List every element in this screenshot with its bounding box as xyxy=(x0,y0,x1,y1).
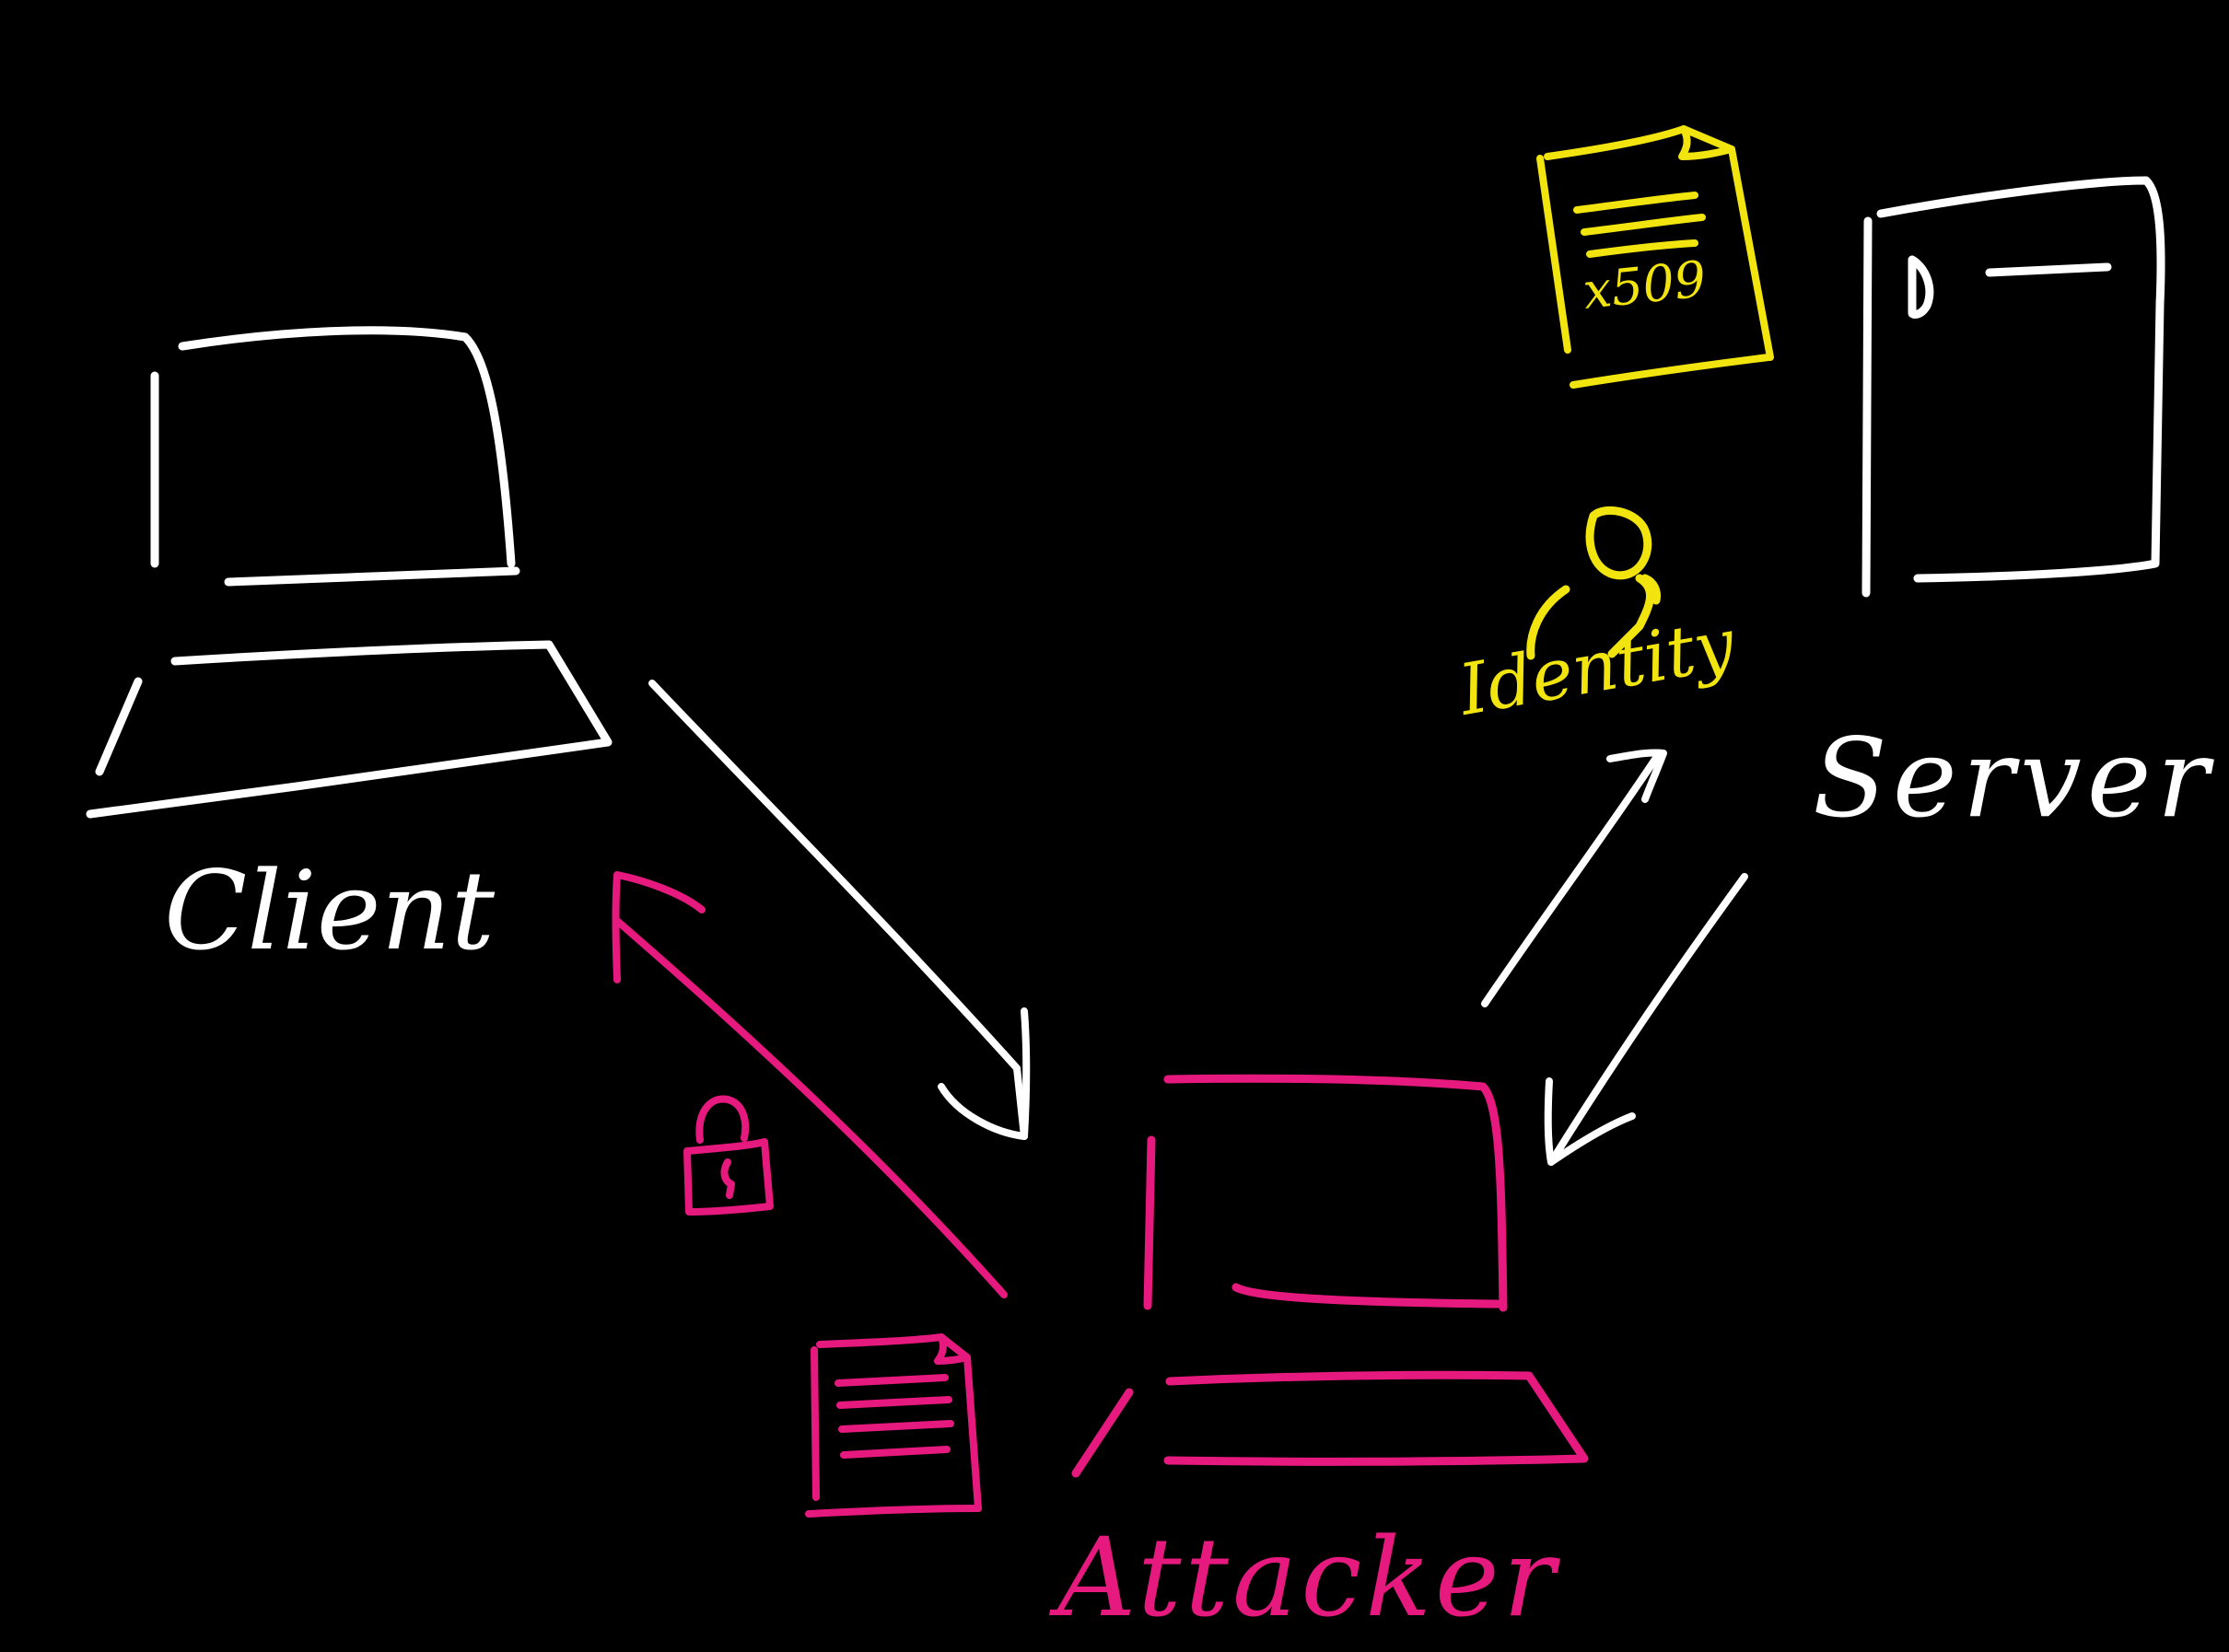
identity-person-icon xyxy=(1526,506,1661,660)
arrow-attacker-to-client xyxy=(612,871,1008,1298)
server-label: Server xyxy=(1813,715,2214,842)
client-laptop-icon xyxy=(86,326,613,819)
x509-certificate-icon xyxy=(1536,125,1774,389)
arrow-attacker-to-server xyxy=(1481,749,1667,1007)
arrow-client-to-attacker xyxy=(648,680,1031,1140)
client-label: Client xyxy=(164,847,496,974)
attacker-label: Attacker xyxy=(1057,1514,1559,1641)
x509-label: x509 xyxy=(1580,250,1710,320)
server-tower-icon xyxy=(1861,176,2165,598)
unlocked-padlock-icon xyxy=(683,1095,774,1216)
arrow-server-to-attacker xyxy=(1544,873,1748,1166)
attacker-certificate-icon xyxy=(805,1333,982,1518)
attacker-laptop-icon xyxy=(1071,1074,1589,1478)
